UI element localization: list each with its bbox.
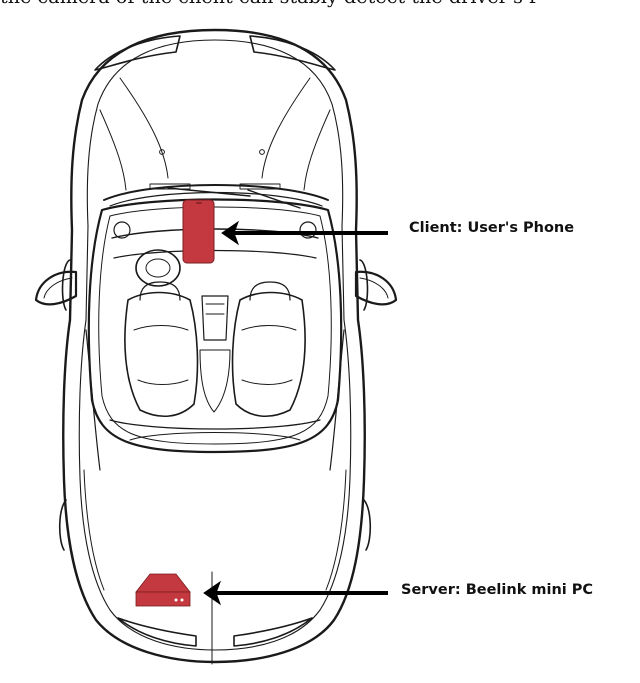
phone-icon — [182, 199, 215, 264]
cabin-interior — [87, 198, 343, 454]
mini-pc-icon — [135, 573, 191, 607]
server-label: Server: Beelink mini PC — [401, 582, 594, 598]
client-arrow — [221, 220, 388, 246]
car-body — [58, 28, 372, 665]
figure-caption-fragment: the camera of the client can stably dete… — [0, 0, 640, 8]
side-mirrors — [34, 270, 398, 306]
client-label: Client: User's Phone — [409, 220, 575, 236]
server-arrow — [203, 580, 388, 606]
